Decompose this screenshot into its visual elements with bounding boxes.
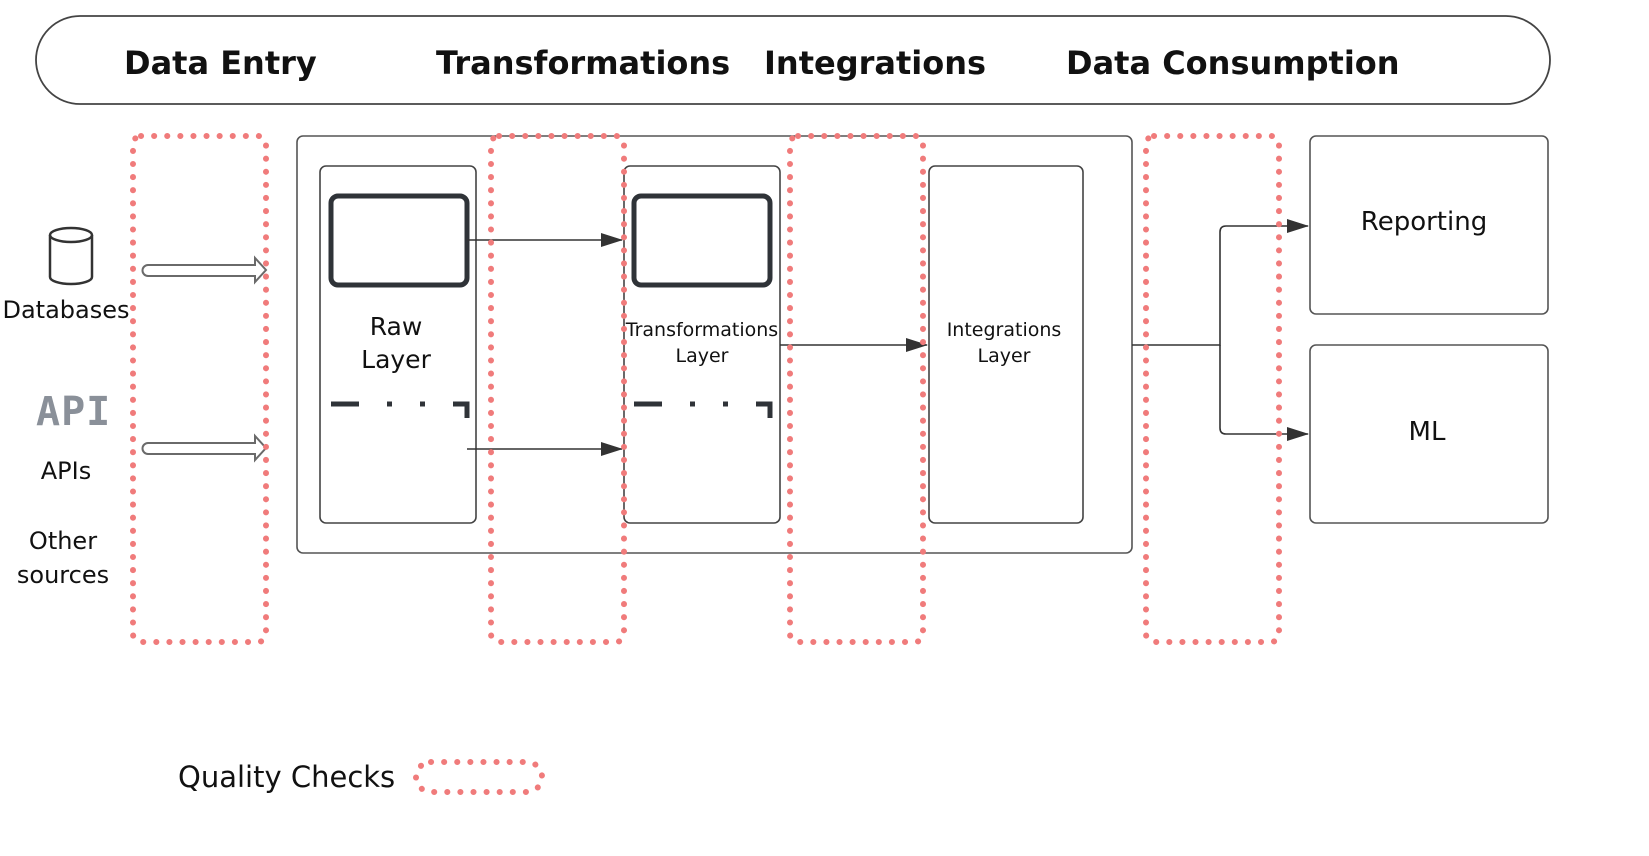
- quality-check-zones: [130, 133, 1282, 645]
- ml-box: [1309, 344, 1549, 524]
- transformations-layer-label-line2: Layer: [676, 345, 729, 367]
- apis-label: APIs: [41, 457, 91, 485]
- quality-check-zone-data-entry: [130, 133, 269, 645]
- quality-check-zone-integrations: [787, 133, 926, 645]
- raw-layer-label-line1: Raw: [370, 312, 423, 341]
- stage-label-transformations: Transformations: [436, 44, 730, 82]
- raw-layer-table: [328, 193, 470, 288]
- legend-quality-checks-swatch: [413, 759, 545, 795]
- platform-to-ml-arrow: [1219, 345, 1309, 441]
- other-sources-label-line1: Other: [29, 527, 97, 555]
- sources: Databases API APIs Other sources: [2, 226, 268, 589]
- integrations-layer-box: [928, 165, 1084, 524]
- stage-label-data-consumption: Data Consumption: [1066, 44, 1400, 82]
- reporting-box: [1309, 135, 1549, 315]
- raw-layer-label-line2: Layer: [361, 345, 431, 374]
- transformations-layer-table: [631, 193, 773, 288]
- other-sources-label-line2: sources: [17, 561, 109, 589]
- legend-quality-checks-label: Quality Checks: [178, 760, 395, 794]
- databases-ingest-arrow: [141, 255, 268, 285]
- transformations-layer: Transformations Layer: [623, 165, 781, 524]
- stage-header: Data Entry Transformations Integrations …: [35, 15, 1551, 105]
- raw-layer: Raw Layer: [319, 165, 477, 524]
- integrations-layer-label-line1: Integrations: [947, 319, 1062, 341]
- database-icon: [48, 226, 94, 286]
- api-icon: API: [36, 389, 111, 435]
- ml-label: ML: [1409, 417, 1446, 447]
- quality-check-zone-data-consumption: [1143, 133, 1282, 645]
- quality-check-zone-transformations: [488, 133, 627, 645]
- transformations-layer-label-line1: Transformations: [625, 319, 778, 341]
- apis-ingest-arrow: [141, 433, 268, 463]
- connectors: [467, 219, 1309, 456]
- stage-header-pill: [35, 15, 1551, 105]
- integrations-layer-label-line2: Layer: [978, 345, 1031, 367]
- stage-label-data-entry: Data Entry: [124, 44, 317, 82]
- integrations-layer: Integrations Layer: [928, 165, 1084, 524]
- legend: Quality Checks: [178, 759, 545, 795]
- reporting-label: Reporting: [1361, 207, 1487, 237]
- platform-to-reporting-arrow: [1132, 219, 1309, 346]
- databases-label: Databases: [2, 296, 129, 324]
- consumers: Reporting ML: [1309, 135, 1549, 524]
- stage-label-integrations: Integrations: [764, 44, 986, 82]
